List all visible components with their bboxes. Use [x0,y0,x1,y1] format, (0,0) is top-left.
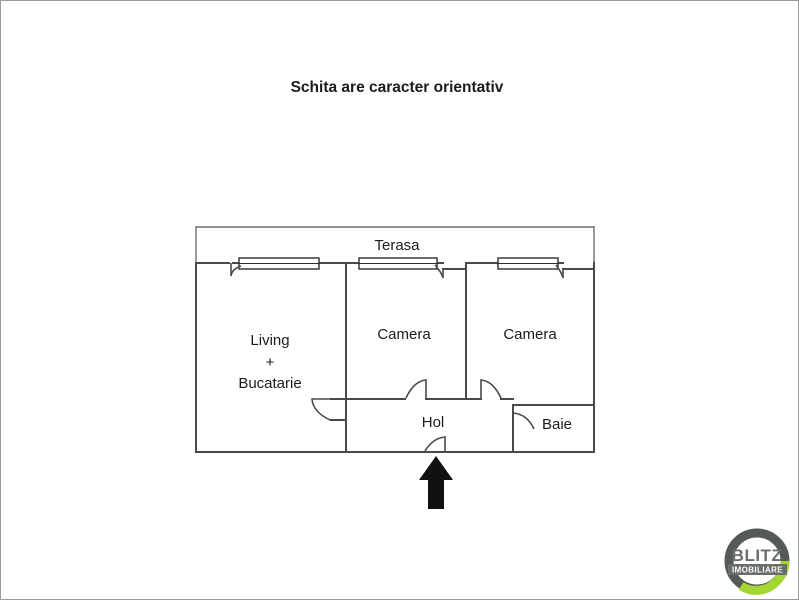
door-arc-living-terrace [230,263,242,277]
door-arc-baie-hol [512,405,535,430]
door-arc-camera2-hol [480,379,502,399]
logo-brand-text: BLITZ [732,546,783,565]
room-label-camera-1: Camera [377,326,431,343]
door-arc-camera2-terrace [555,264,564,279]
logo-subtitle-text: IMOBILIARE [732,566,783,575]
room-label-hol: Hol [422,414,445,431]
door-arc-camera1-terrace [434,264,444,279]
door-arc-entrance [424,436,446,452]
door-arc-camera1-hol [405,379,427,399]
room-label-terasa: Terasa [374,237,420,254]
room-label-living-line2: + [266,354,275,371]
logo-subtitle-bar [728,564,787,575]
logo-accent-arc-icon [738,577,781,595]
room-label-living-line3: Bucatarie [238,375,301,392]
room-label-living-line1: Living [250,332,289,349]
page-title: Schita are caracter orientativ [291,79,504,96]
room-label-camera-2: Camera [503,326,557,343]
door-arc-living-hol [311,398,331,421]
entrance-arrow-icon [419,456,453,509]
room-label-baie: Baie [542,416,572,433]
brand-logo: BLITZ IMOBILIARE [724,528,790,595]
